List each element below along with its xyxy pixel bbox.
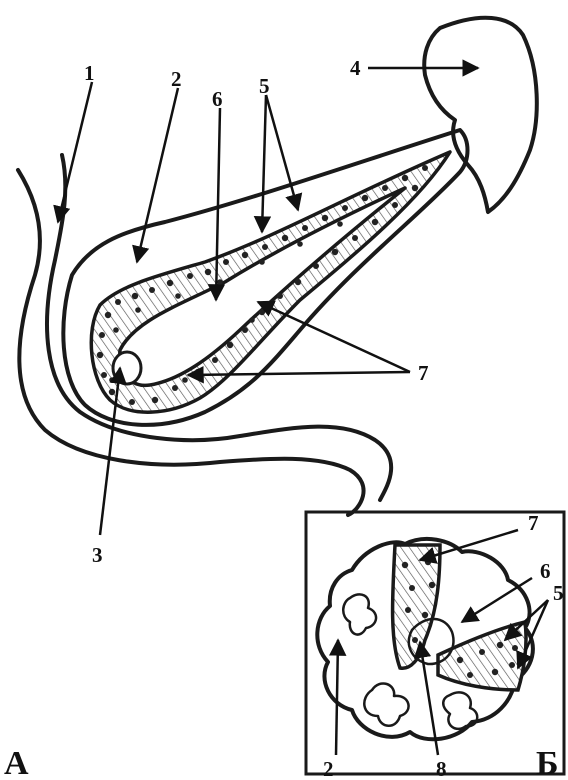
connective-shape-1 [343, 594, 376, 634]
label-1: 1 [84, 61, 95, 85]
connective-shape-2 [364, 683, 408, 725]
panel-a-letter: А [4, 745, 29, 780]
panel-a-drawing [18, 18, 537, 535]
panel-b-label-6: 6 [540, 559, 551, 583]
acinar-cell-upper [393, 545, 440, 668]
panel-b-letter: Б [536, 745, 558, 780]
label-5: 5 [259, 74, 270, 98]
label-6: 6 [212, 87, 223, 111]
label-2: 2 [171, 67, 182, 91]
spleen-outline [424, 18, 537, 212]
label-4: 4 [350, 56, 361, 80]
panel-b-label-5: 5 [553, 581, 564, 605]
panel-b-label-7: 7 [528, 511, 539, 535]
label-7: 7 [418, 361, 429, 385]
panel-b-drawing [306, 512, 564, 774]
panel-b-label-2: 2 [323, 757, 334, 780]
duct-opening [113, 352, 141, 384]
label-3: 3 [92, 543, 103, 567]
panel-b-label-8: 8 [436, 757, 447, 780]
